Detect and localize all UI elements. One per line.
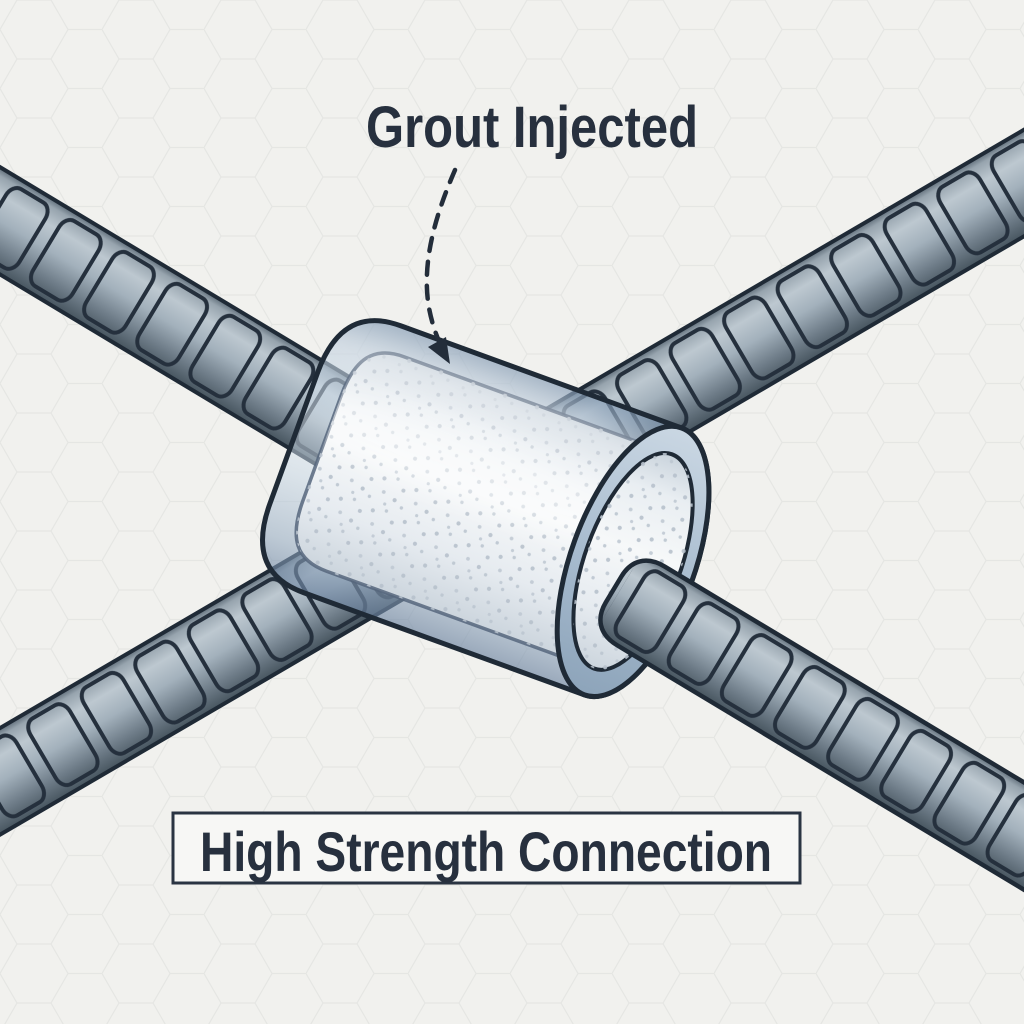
caption-box-frame: [171, 811, 802, 885]
coupler-sleeve-group: [260, 318, 712, 700]
arrow-dashed-line: [424, 167, 458, 353]
rebar-exiting-coupler-lower-right: [595, 553, 1024, 962]
title-grout-injected: Grout Injected: [366, 95, 698, 160]
sleeve-highlight: [296, 326, 683, 475]
caption-box: High Strength Connection: [171, 811, 802, 885]
grout-pointer-arrow: [424, 167, 458, 364]
caption-high-strength-connection: High Strength Connection: [200, 820, 772, 883]
arrowhead-icon: [428, 337, 450, 364]
sleeve-highlight-clip: [296, 326, 683, 475]
rebar-ribs: [595, 553, 1024, 962]
